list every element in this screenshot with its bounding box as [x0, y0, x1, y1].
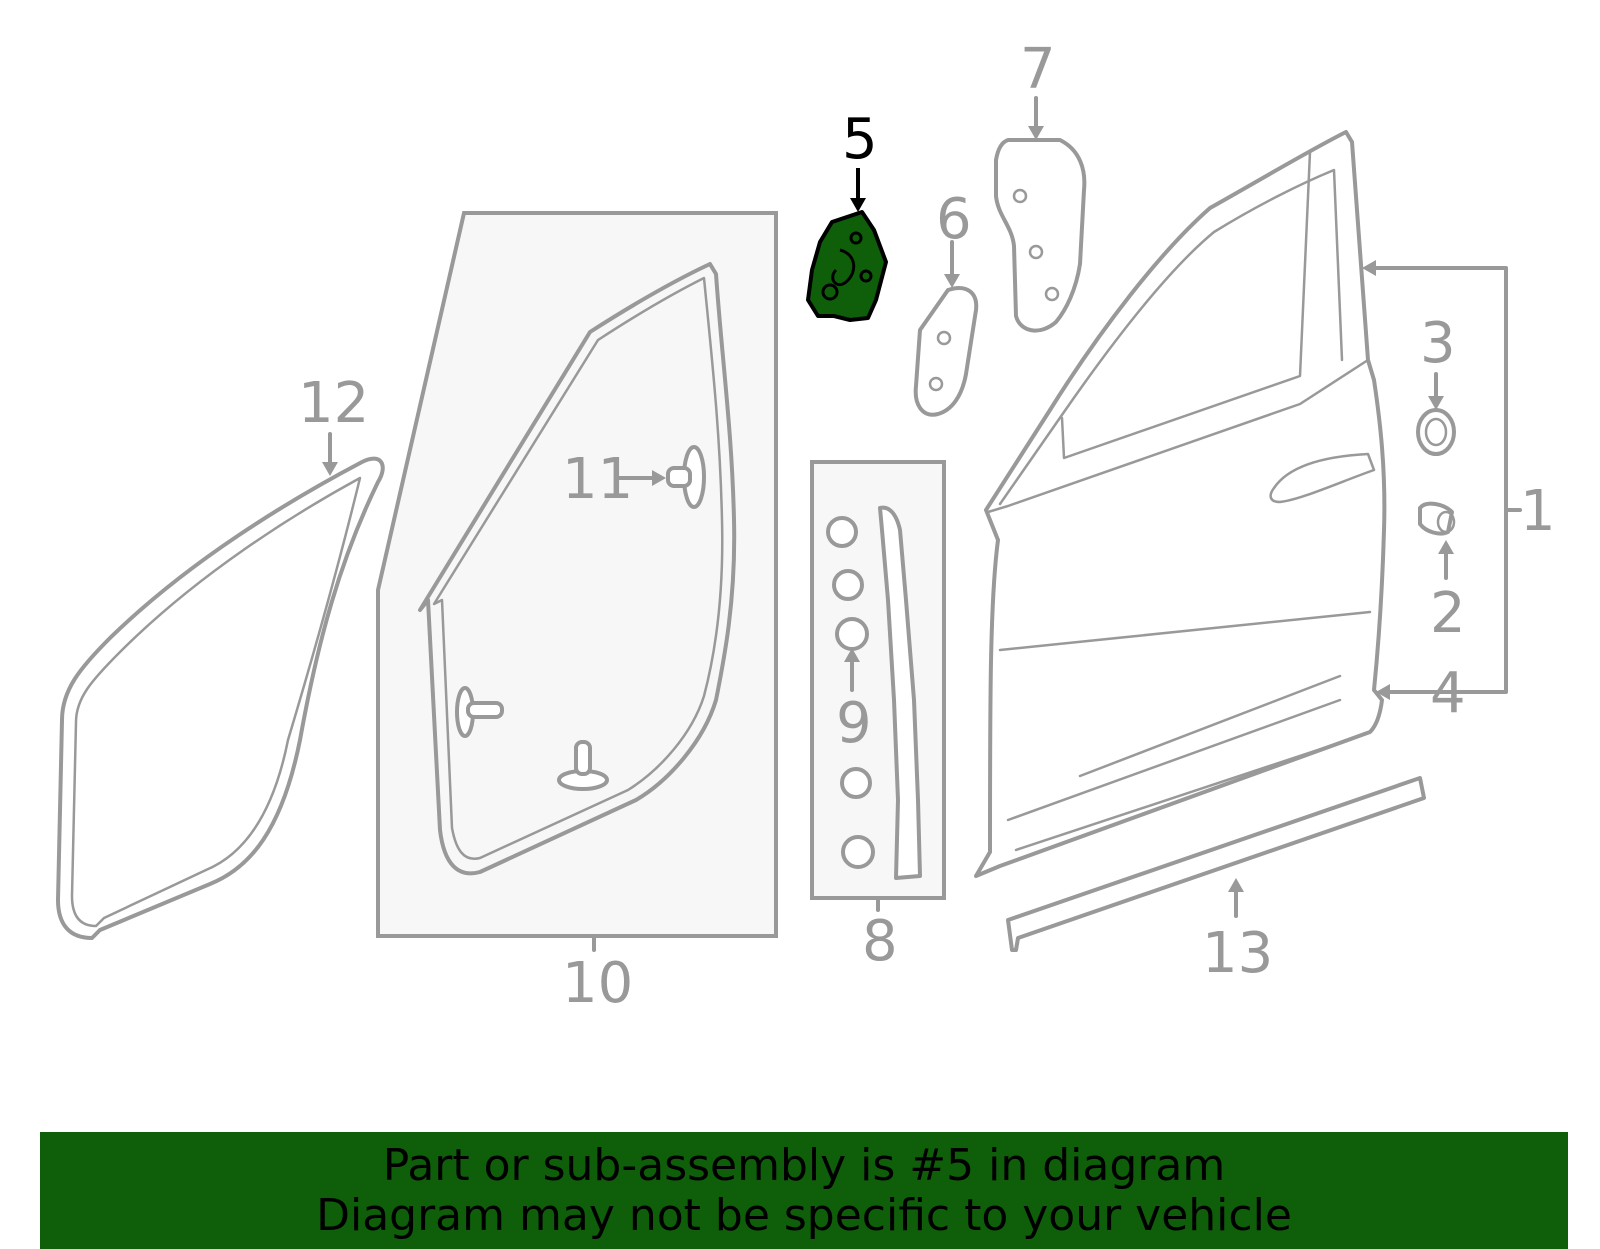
part-10-clip-a[interactable] [455, 686, 504, 738]
banner-line-1: Part or sub-assembly is #5 in diagram [382, 1139, 1226, 1191]
callout-4: 4 [1430, 661, 1466, 726]
part-6-bracket[interactable] [913, 286, 979, 417]
part-2-plug[interactable] [1418, 501, 1456, 536]
part-10-clip-b[interactable] [557, 740, 609, 791]
banner-line-2: Diagram may not be specific to your vehi… [316, 1189, 1292, 1241]
callout-11: 11 [562, 447, 633, 512]
info-banner: Part or sub-assembly is #5 in diagram Di… [40, 1132, 1568, 1249]
part-12-weatherstrip[interactable] [56, 456, 385, 940]
part-8-trim-strip[interactable] [878, 505, 922, 880]
callout-13: 13 [1202, 921, 1273, 986]
part-7-bracket[interactable] [994, 138, 1087, 333]
callout-12: 12 [298, 371, 369, 436]
part-10-opening-seal[interactable] [418, 262, 737, 876]
part-3-grommet[interactable] [1416, 408, 1456, 456]
callout-labels: 1 2 3 4 5 6 7 8 9 10 11 12 13 [298, 37, 1556, 1016]
part-11-clip[interactable] [666, 445, 706, 509]
callout-8: 8 [862, 909, 898, 974]
callout-5: 5 [842, 107, 878, 172]
callout-6: 6 [936, 187, 972, 252]
callout-10: 10 [562, 951, 633, 1016]
part-1-door-shell[interactable] [974, 130, 1387, 878]
part-5-highlighted[interactable] [806, 210, 888, 322]
callout-3: 3 [1420, 311, 1456, 376]
callout-7: 7 [1020, 37, 1056, 102]
part-10-group-box [376, 211, 778, 938]
callout-2: 2 [1430, 581, 1466, 646]
callout-9: 9 [836, 691, 872, 756]
callout-1: 1 [1520, 479, 1556, 544]
parts-diagram: 1 2 3 4 5 6 7 8 9 10 11 12 13 [56, 37, 1556, 1016]
leader-lines [322, 96, 1522, 952]
part-13-sill-molding[interactable] [1006, 776, 1426, 952]
